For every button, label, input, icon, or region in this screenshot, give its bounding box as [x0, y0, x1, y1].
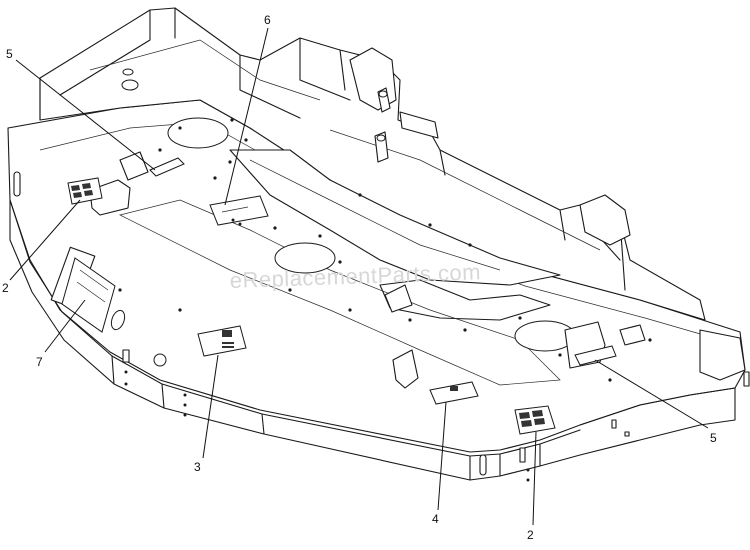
callout-2-right: 2 — [527, 528, 534, 542]
rear-frame — [39, 7, 750, 387]
deck-brackets — [89, 151, 646, 389]
callout-4: 4 — [432, 512, 439, 526]
callout-5-right: 5 — [710, 431, 717, 445]
center-channel — [118, 149, 561, 386]
bolt-holes — [118, 118, 652, 382]
decals — [61, 157, 617, 435]
spindle-holes — [121, 68, 576, 352]
callout-labels: 5 6 2 7 3 4 2 5 — [2, 13, 717, 542]
callout-3: 3 — [194, 460, 201, 474]
callout-6: 6 — [264, 13, 271, 27]
callout-leaders — [9, 27, 709, 526]
callout-7: 7 — [36, 355, 43, 369]
callout-5-left: 5 — [6, 47, 13, 61]
callout-2-left: 2 — [2, 281, 9, 295]
